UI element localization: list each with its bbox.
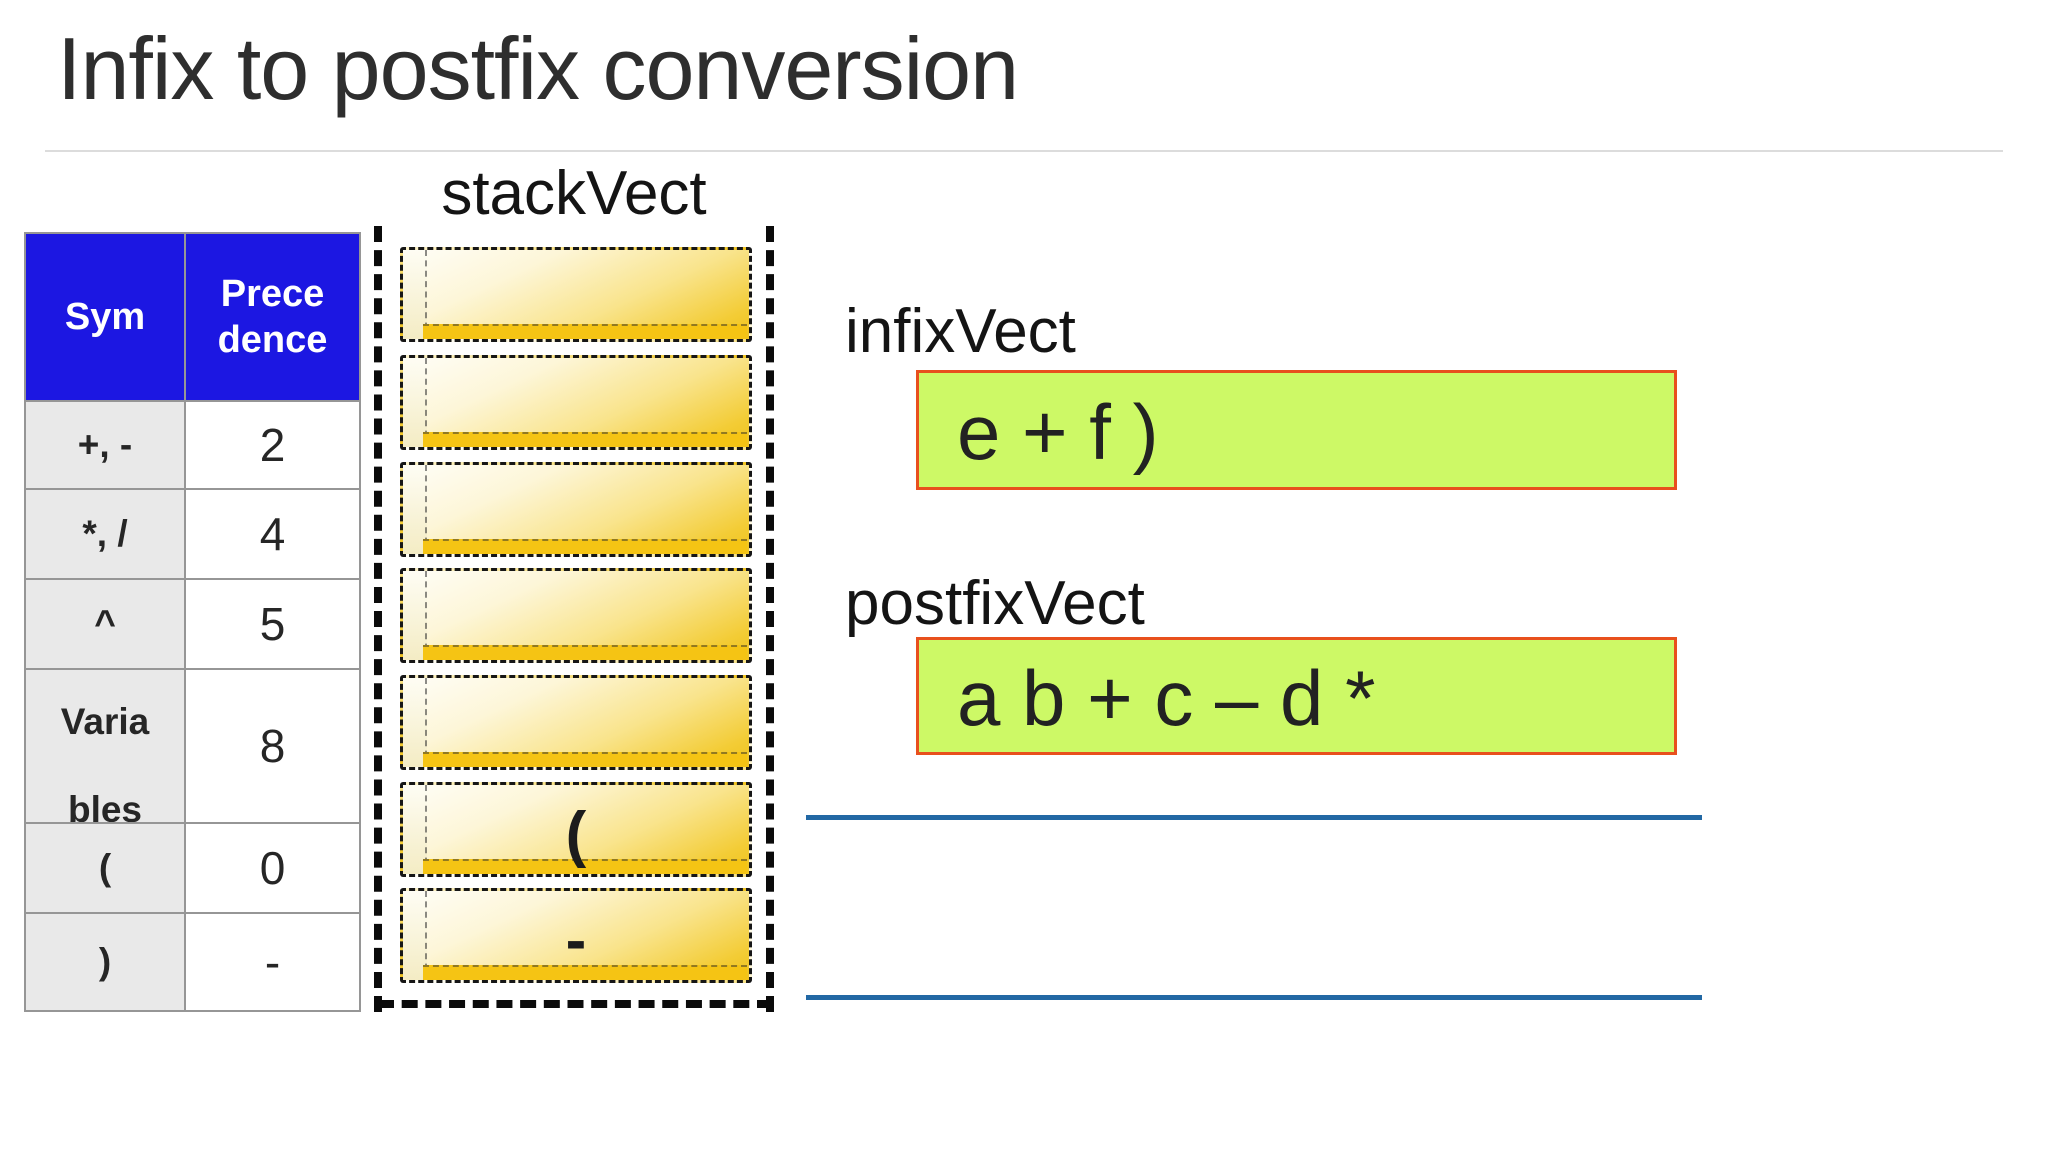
- precedence-table: Sym Prece dence +, - 2 *, / 4 ^ 5 Varia …: [24, 232, 361, 1012]
- prec-cell: 4: [184, 488, 361, 580]
- stack-label: stackVect: [441, 159, 707, 228]
- table-row: Varia bles 8: [24, 668, 361, 824]
- sym-cell: (: [24, 822, 186, 914]
- stack-cell: [400, 247, 752, 342]
- table-header-row: Sym Prece dence: [24, 232, 361, 402]
- infix-label: infixVect: [845, 297, 1076, 366]
- table-row: *, / 4: [24, 488, 361, 580]
- prec-cell: 8: [184, 668, 361, 824]
- page-title: Infix to postfix conversion: [57, 19, 1019, 118]
- stack-cell: [400, 568, 752, 663]
- sym-cell: ): [24, 912, 186, 1012]
- sym-cell: *, /: [24, 488, 186, 580]
- blue-rule-top: [806, 815, 1702, 820]
- postfix-label: postfixVect: [845, 569, 1145, 638]
- stack-cell: (: [400, 782, 752, 877]
- title-divider: [45, 150, 2003, 152]
- table-row: +, - 2: [24, 400, 361, 490]
- infix-value: e + f ): [957, 387, 1159, 476]
- table-row: ( 0: [24, 822, 361, 914]
- stack-cell: [400, 355, 752, 450]
- postfix-box: a b + c – d *: [916, 637, 1677, 755]
- stack-bracket-bottom: [378, 1000, 773, 1008]
- postfix-value: a b + c – d *: [957, 653, 1376, 742]
- stack-cell-value: -: [565, 906, 587, 975]
- table-header-sym: Sym: [24, 232, 186, 402]
- table-row: ^ 5: [24, 578, 361, 670]
- stack-bracket-left: [374, 226, 382, 1012]
- table-row: ) -: [24, 912, 361, 1012]
- infix-box: e + f ): [916, 370, 1677, 490]
- sym-cell: +, -: [24, 400, 186, 490]
- stack-cell-value: (: [565, 800, 587, 869]
- table-header-precedence: Prece dence: [184, 232, 361, 402]
- prec-cell: -: [184, 912, 361, 1012]
- prec-cell: 0: [184, 822, 361, 914]
- stack-cell: [400, 675, 752, 770]
- stack-cell: [400, 462, 752, 557]
- blue-rule-bottom: [806, 995, 1702, 1000]
- sym-cell: ^: [24, 578, 186, 670]
- sym-cell: Varia bles: [24, 668, 186, 824]
- prec-cell: 2: [184, 400, 361, 490]
- sym-cell-text: Varia bles: [60, 701, 150, 822]
- stack-bracket-right: [766, 226, 774, 1012]
- prec-cell: 5: [184, 578, 361, 670]
- stack-cell: -: [400, 888, 752, 983]
